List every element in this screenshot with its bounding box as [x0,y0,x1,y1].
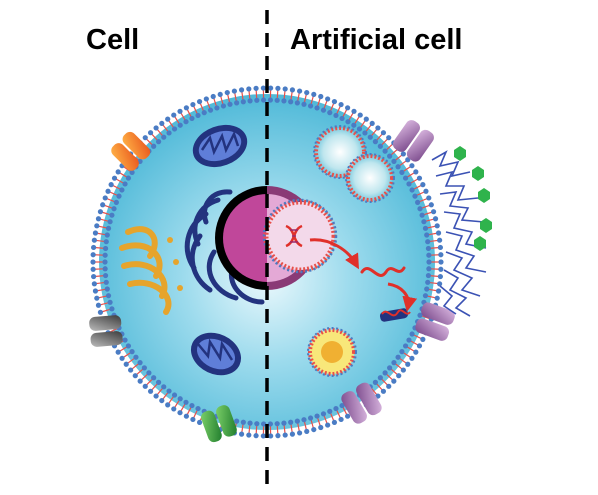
mitochondrion-top [192,124,248,168]
mrna-icon [360,266,406,277]
nucleus [215,186,267,290]
vesicle-3 [307,327,357,377]
translation-arrow [387,282,418,312]
golgi-apparatus [119,226,183,315]
channel-gray [89,315,123,347]
glycan-chains [431,150,487,317]
channel-purple-bottom [341,382,382,424]
vesicle-1 [313,125,367,179]
protein-icon [379,308,411,322]
channel-purple-top [392,120,434,162]
artificial-cell-title: Artificial cell [290,24,463,56]
transcription-arrow [309,238,359,270]
channel-orange [111,131,151,171]
channel-purple-right [415,302,455,341]
liposome-large [262,198,338,274]
cell-title: Cell [86,24,140,56]
mitochondrion-bottom [190,332,242,376]
channel-green [201,405,237,443]
dna-icon [285,224,303,248]
vesicle-2 [345,153,395,203]
glycan-tips [454,146,492,251]
